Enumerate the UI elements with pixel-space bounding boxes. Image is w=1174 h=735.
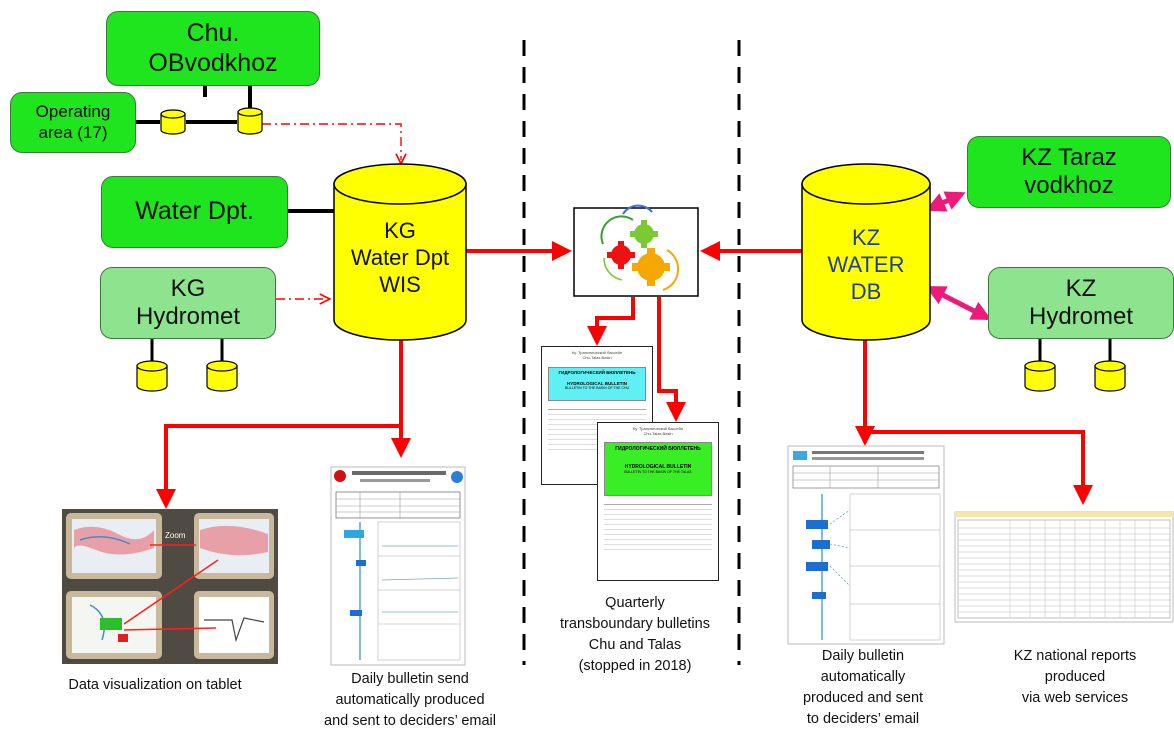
link-chu-db-to-wis [262, 123, 401, 160]
node-kz-hydromet: KZ Hydromet [988, 267, 1174, 339]
tablet-visualization-thumbnail [62, 509, 278, 664]
node-chu-obvodkhoz: Chu. OBvodkhoz [106, 11, 320, 86]
bulletin-title-en: HYDROLOGICAL BULLETIN [624, 463, 692, 470]
tablet-zoom-label: Zoom [165, 531, 186, 540]
database-icon [160, 109, 186, 135]
bulletin-title-block: ГИДРОЛОГИЧЕСКИЙ БЮЛЛЕТЕНЬ HYDROLOGICAL B… [604, 441, 712, 496]
caption-quarterly: Quarterly transboundary bulletins Chu an… [560, 595, 710, 675]
node-water-dpt: Water Dpt. [101, 176, 288, 248]
caption-kz-daily-bulletin: Daily bulletin automatically produced an… [802, 648, 924, 728]
database-icon [136, 360, 168, 392]
kz-water-db-database-icon [801, 163, 931, 341]
flow-exchange-to-talas-bulletin [657, 297, 686, 422]
node-kz-taraz-vodkhoz: KZ Taraz vodkhoz [967, 136, 1171, 208]
bulletin-title-ru: ГИДРОЛОГИЧЕСКИЙ БЮЛЛЕТЕНЬ [558, 369, 636, 375]
flow-exchange-to-chu-bulletin [587, 297, 635, 346]
caption-kz-reports: KZ national reports produced via web ser… [1013, 648, 1137, 707]
node-kg-water-dpt-wis: KG Water Dpt WIS [350, 218, 450, 297]
kz-national-report-thumbnail [954, 511, 1174, 623]
database-icon [1094, 360, 1126, 392]
flow-kzdb-to-reports [863, 340, 1093, 505]
gear-cluster-icon [600, 204, 680, 291]
database-icon [1024, 360, 1056, 392]
node-kz-water-db: KZ WATER DB [827, 225, 905, 304]
database-icon [206, 360, 238, 392]
talas-bulletin-thumbnail: Ку. Транснический бассейн Chu-Talas Basi… [597, 422, 719, 581]
bulletin-header: Ку. Транснический бассейн Chu-Talas Basi… [571, 350, 623, 360]
kg-wis-database-icon [333, 163, 467, 341]
bulletin-subtitle: BULLETIN TO THE BASIN OF THE TALAS [624, 469, 692, 474]
bulletin-subtitle: BULLETIN TO THE BASIN OF THE CHU [564, 385, 630, 390]
exchange-hub [573, 204, 699, 297]
bulletin-title-en: HYDROLOGICAL BULLETIN [567, 380, 627, 386]
kg-daily-bulletin-thumbnail [330, 466, 466, 666]
bulletin-title-block: ГИДРОЛОГИЧЕСКИЙ БЮЛЛЕТЕНЬ HYDROLOGICAL B… [548, 366, 646, 401]
database-icon [237, 107, 263, 135]
bulletin-header: Ку. Транснический бассейн Chu-Talas Basi… [632, 426, 684, 436]
caption-kg-daily-bulletin: Daily bulletin send automatically produc… [324, 671, 496, 730]
caption-tablet: Data visualization on tablet [68, 677, 242, 693]
bulletin-contents [604, 503, 712, 551]
flow-wis-to-tablet [156, 340, 403, 509]
kz-daily-bulletin-thumbnail [787, 445, 945, 645]
bulletin-title-ru: ГИДРОЛОГИЧЕСКИЙ БЮЛЛЕТЕНЬ [615, 445, 701, 452]
node-kg-hydromet: KG Hydromet [100, 267, 276, 339]
exchange-kzdb-taraz [925, 191, 966, 212]
node-operating-area: Operating area (17) [10, 92, 136, 153]
exchange-kzdb-hydromet [925, 285, 992, 321]
